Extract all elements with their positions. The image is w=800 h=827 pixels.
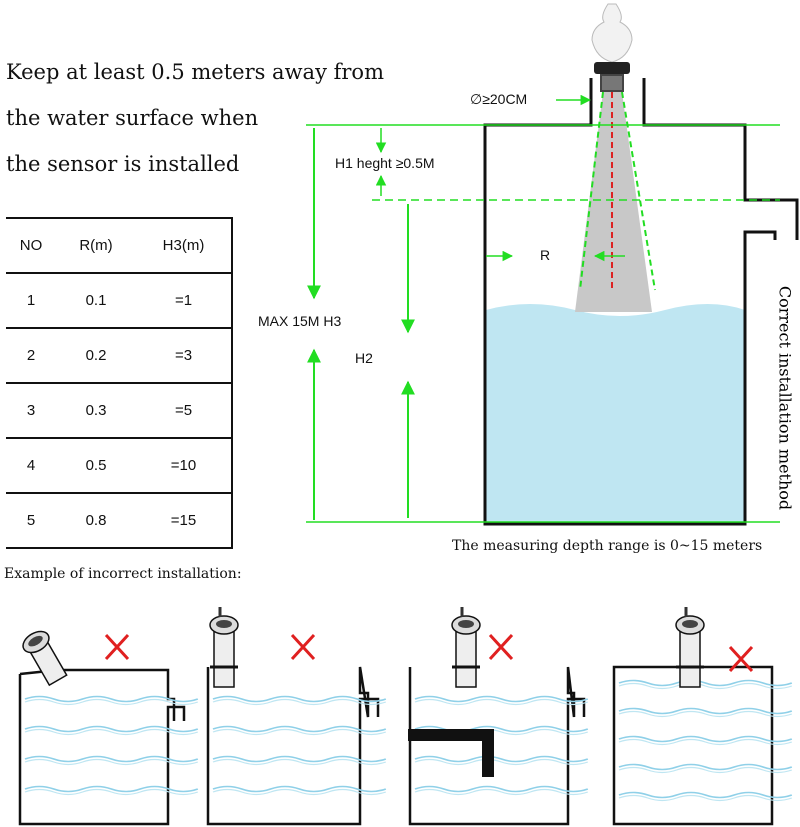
table-header-no: NO (19, 237, 43, 254)
correct-method-caption: Correct installation method (775, 285, 795, 511)
table-row: 5 0.8 =15 (6, 493, 233, 548)
table-cell: 0.5 (85, 457, 107, 474)
table-row: 4 0.5 =10 (6, 438, 233, 493)
table-cell: 1 (26, 292, 36, 309)
range-caption: The measuring depth range is 0~15 meters (452, 538, 763, 554)
error-mark-4 (728, 645, 754, 673)
incorrect-example-near-wall (206, 607, 387, 826)
table-cell: =5 (136, 383, 233, 438)
h2-label: H2 (355, 350, 373, 366)
table-cell: =3 (136, 328, 233, 383)
incorrect-example-obstacle (408, 607, 589, 826)
table-cell: 4 (26, 457, 36, 474)
incorrect-example-immersed (612, 607, 793, 826)
water-body (486, 304, 745, 523)
spec-table: NO R(m) H3(m) 1 0.1 =1 2 0.2 =3 3 0.3 =5… (6, 217, 233, 549)
table-header-r: R(m) (79, 237, 113, 254)
table-header-h3: H3(m) (136, 218, 233, 273)
table-cell: =15 (136, 493, 233, 548)
table-cell: 0.2 (85, 347, 107, 364)
tank-diagram (306, 3, 799, 526)
intro-line-2: the water surface when (6, 106, 259, 130)
error-mark-1 (104, 633, 130, 661)
table-cell: 0.1 (85, 292, 107, 309)
table-row: 1 0.1 =1 (6, 273, 233, 328)
ultrasonic-sensor (591, 3, 633, 92)
table-cell: 5 (26, 512, 36, 529)
table-row: 2 0.2 =3 (6, 328, 233, 383)
table-cell: 3 (26, 402, 36, 419)
error-mark-2 (290, 633, 316, 661)
table-cell: =1 (136, 273, 233, 328)
table-cell: 0.3 (85, 402, 107, 419)
incorrect-example-tilted (18, 626, 199, 826)
r-label: R (540, 247, 551, 263)
table-cell: 0.8 (85, 512, 107, 529)
table-cell: 2 (26, 347, 36, 364)
obstacle-pipe (408, 729, 494, 777)
table-row: 3 0.3 =5 (6, 383, 233, 438)
incorrect-title: Example of incorrect installation: (4, 566, 242, 582)
h1-label: H1 heght ≥0.5M (335, 155, 435, 171)
table-header-row: NO R(m) H3(m) (6, 218, 233, 273)
diameter-label: ∅≥20CM (470, 91, 528, 107)
intro-line-1: Keep at least 0.5 meters away from (6, 60, 384, 84)
incorrect-examples (18, 607, 793, 826)
table-cell: =10 (136, 438, 233, 493)
max-h3-label: MAX 15M H3 (258, 313, 342, 329)
intro-line-3: the sensor is installed (6, 152, 240, 176)
error-mark-3 (488, 633, 514, 661)
